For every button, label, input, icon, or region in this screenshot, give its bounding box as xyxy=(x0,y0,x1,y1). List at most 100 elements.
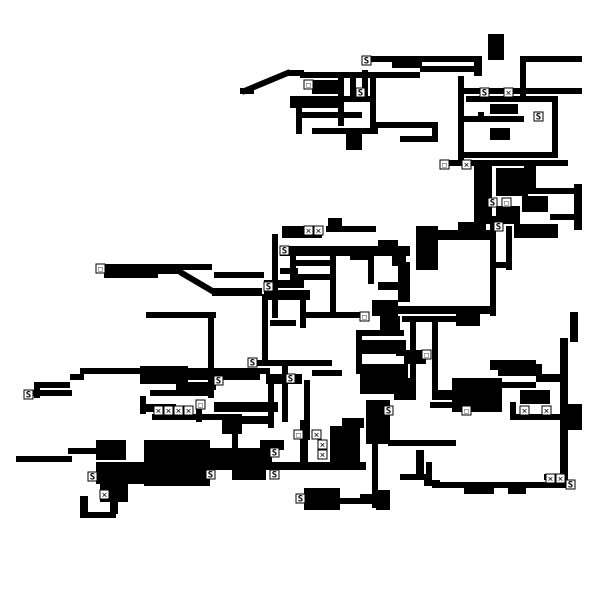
svg-text:S: S xyxy=(208,471,213,481)
wall-segment-0 xyxy=(488,34,504,60)
cross-tile: ✕ xyxy=(313,225,324,237)
wall-segment-66 xyxy=(304,312,364,318)
wall-segment-41 xyxy=(496,206,520,224)
box-tile: ☐ xyxy=(195,399,206,411)
wall-segment-75 xyxy=(456,312,480,326)
wall-segment-71 xyxy=(378,282,402,290)
wall-segment-125 xyxy=(110,494,118,514)
wall-segment-15 xyxy=(464,116,524,122)
wall-segment-144 xyxy=(426,462,432,482)
wall-segment-8 xyxy=(458,76,464,166)
wall-segment-57 xyxy=(330,256,336,312)
wall-segment-101 xyxy=(248,360,332,366)
cross-tile: ✕ xyxy=(317,439,328,451)
wall-segment-37 xyxy=(524,160,536,190)
wall-segment-31 xyxy=(374,122,438,128)
cross-tile: ✕ xyxy=(311,429,322,441)
wall-segment-83 xyxy=(432,316,438,400)
wall-segment-78 xyxy=(356,330,362,374)
cross-tile: ✕ xyxy=(183,405,194,417)
wall-segment-43 xyxy=(550,214,578,220)
wall-segment-4 xyxy=(300,72,420,78)
wall-segment-33 xyxy=(400,136,438,142)
svg-text:☐: ☐ xyxy=(98,265,103,275)
svg-text:✕: ✕ xyxy=(306,227,311,237)
wall-segment-128 xyxy=(232,470,266,480)
diagonal-wall-89 xyxy=(178,269,216,295)
svg-text:✕: ✕ xyxy=(544,407,549,417)
wall-segment-109 xyxy=(196,402,202,422)
svg-text:✕: ✕ xyxy=(506,89,511,99)
start-tile: S xyxy=(285,373,296,385)
svg-text:S: S xyxy=(386,407,391,417)
wall-segment-131 xyxy=(308,462,366,470)
start-tile: S xyxy=(213,375,224,387)
wall-segment-150 xyxy=(436,390,454,400)
start-tile: S xyxy=(269,447,280,459)
cross-tile: ✕ xyxy=(545,473,556,485)
svg-text:✕: ✕ xyxy=(176,407,181,417)
wall-segment-100 xyxy=(186,368,260,380)
svg-text:S: S xyxy=(90,473,95,483)
wall-segment-157 xyxy=(520,390,550,404)
wall-segment-54 xyxy=(280,246,410,256)
wall-segment-25 xyxy=(362,70,368,100)
cross-tile: ✕ xyxy=(461,159,472,171)
box-tile: ☐ xyxy=(359,311,370,323)
start-tile: S xyxy=(263,281,274,293)
wall-segment-141 xyxy=(336,498,364,504)
wall-segment-56 xyxy=(290,256,296,278)
svg-text:☐: ☐ xyxy=(296,431,301,441)
wall-segment-70 xyxy=(398,262,410,302)
cross-tile: ✕ xyxy=(519,405,530,417)
wall-segment-1 xyxy=(362,56,480,62)
wall-segment-21 xyxy=(290,96,342,108)
box-tile: ☐ xyxy=(303,79,314,91)
wall-segment-87 xyxy=(96,264,212,270)
wall-segment-136 xyxy=(380,400,386,420)
box-tile: ☐ xyxy=(501,197,512,209)
box-tile: ☐ xyxy=(461,405,472,417)
start-tile: S xyxy=(533,111,544,123)
wall-segment-151 xyxy=(430,402,460,408)
wall-segment-47 xyxy=(416,226,438,270)
box-tile: ☐ xyxy=(293,429,304,441)
wall-segment-115 xyxy=(304,380,310,440)
wall-segment-110 xyxy=(214,402,278,412)
wall-segment-149 xyxy=(452,378,502,412)
wall-segment-42 xyxy=(514,224,558,238)
wall-segment-161 xyxy=(570,312,578,342)
wall-segment-3 xyxy=(420,66,476,72)
wall-segment-113 xyxy=(268,378,274,428)
wall-segment-67 xyxy=(350,250,374,260)
wall-segment-65 xyxy=(270,320,296,326)
wall-segment-46 xyxy=(496,262,510,268)
svg-text:S: S xyxy=(364,57,369,67)
wall-segment-6 xyxy=(520,56,582,62)
wall-segment-160 xyxy=(560,338,568,486)
svg-text:S: S xyxy=(568,481,573,491)
wall-segment-104 xyxy=(176,382,216,390)
wall-segment-9 xyxy=(464,88,582,94)
wall-segment-23 xyxy=(344,96,372,102)
wall-segment-29 xyxy=(312,128,378,134)
wall-segment-124 xyxy=(86,512,116,518)
cross-tile: ✕ xyxy=(173,405,184,417)
wall-segment-27 xyxy=(296,108,302,134)
wall-segment-129 xyxy=(260,440,284,450)
svg-text:S: S xyxy=(298,495,303,505)
wall-segment-69 xyxy=(392,256,406,266)
box-tile: ☐ xyxy=(95,263,106,275)
wall-segment-99 xyxy=(140,366,188,384)
wall-segment-13 xyxy=(490,104,518,114)
cross-tile: ✕ xyxy=(555,473,566,485)
wall-segment-16 xyxy=(478,112,484,122)
wall-segment-28 xyxy=(300,112,362,118)
svg-text:S: S xyxy=(496,223,501,233)
wall-segment-44 xyxy=(506,226,512,270)
wall-segment-90 xyxy=(212,288,262,296)
wall-segment-81 xyxy=(396,340,406,356)
wall-segment-162 xyxy=(566,404,582,430)
svg-text:✕: ✕ xyxy=(522,407,527,417)
